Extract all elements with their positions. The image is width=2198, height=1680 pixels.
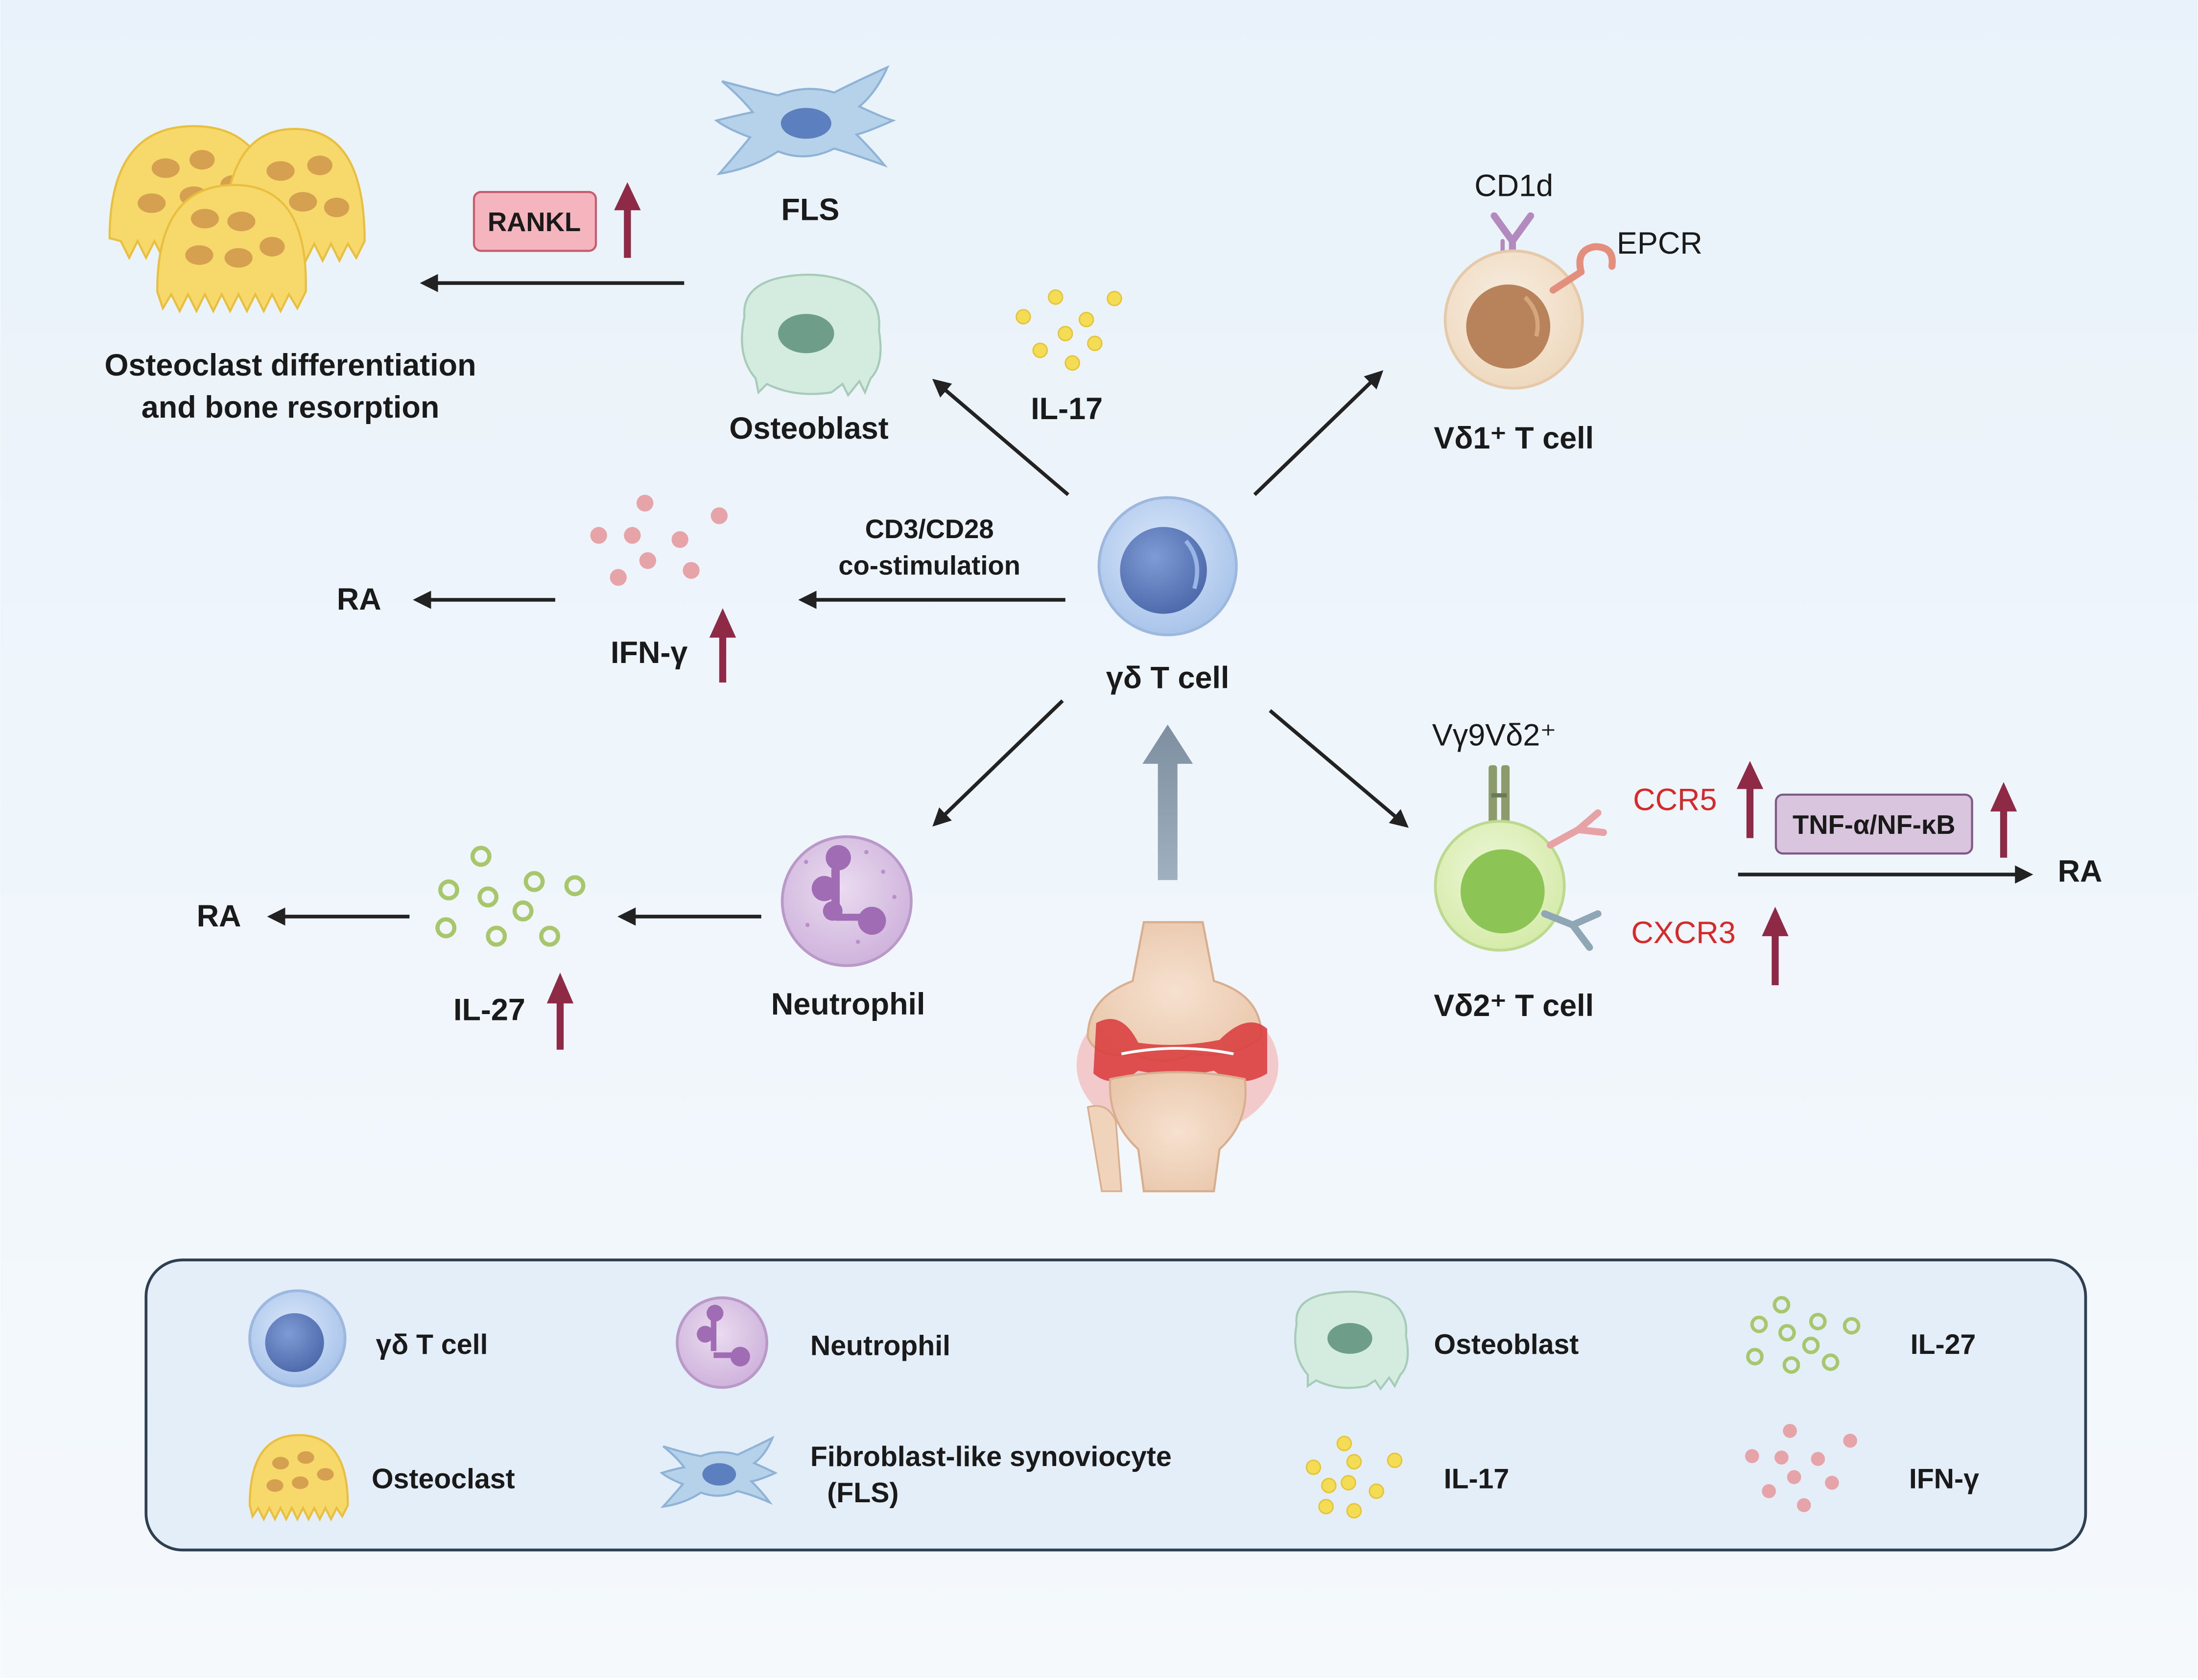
rankl-label: RANKL	[488, 207, 581, 237]
legend-ifn-gamma-icon	[1745, 1423, 1857, 1513]
osteoclast-cluster-icon	[108, 125, 366, 314]
il27-rings-icon	[435, 846, 586, 947]
osteoclast-outcome-line2: and bone resorption	[142, 390, 440, 425]
legend-label-osteoblast: Osteoblast	[1434, 1329, 1579, 1360]
arrow-to-osteoblast	[932, 379, 1069, 497]
pathway-box	[1774, 793, 1973, 855]
il17-dots-icon	[1016, 289, 1122, 371]
vd1-label: Vδ1⁺ T cell	[1434, 421, 1594, 455]
legend-neutrophil-icon	[676, 1296, 769, 1389]
vg9vd2-receptor-icon	[1489, 765, 1510, 827]
epcr-label: EPCR	[1617, 226, 1702, 260]
il27-up-arrow	[546, 972, 574, 1050]
cxcr3-up-arrow	[1762, 906, 1789, 986]
cd1d-label: CD1d	[1474, 169, 1553, 203]
legend-il17-icon	[1305, 1436, 1403, 1519]
osteoblast-icon	[741, 273, 882, 398]
osteoclast-outcome-line1: Osteoclast differentiation	[104, 348, 476, 382]
ifn-up-arrow	[709, 608, 736, 683]
legend-osteoblast-icon	[1294, 1290, 1409, 1391]
ifn-label: IFN-γ	[611, 636, 687, 670]
legend-osteoclast-icon	[248, 1434, 349, 1522]
neutrophil-label: Neutrophil	[771, 987, 925, 1021]
vg9vd2-label: Vγ9Vδ2⁺	[1432, 718, 1557, 753]
vd1-t-cell-icon	[1443, 212, 1616, 390]
connector-arrows	[267, 274, 2033, 926]
pathway-up-arrow	[1990, 782, 2017, 858]
rankl-up-arrow	[614, 182, 641, 258]
center-label: γδ T cell	[1106, 661, 1229, 695]
legend-label-osteoclast: Osteoclast	[372, 1464, 515, 1495]
vd2-t-cell-icon	[1434, 765, 1607, 952]
legend-panel: γδ T cell Neutrophil Osteoblast	[144, 1258, 2087, 1552]
legend-label-ifn-gamma: IFN-γ	[1909, 1464, 1979, 1495]
il17-label: IL-17	[1031, 392, 1103, 426]
ccr5-receptor-icon	[1546, 809, 1607, 849]
il27-label: IL-27	[453, 993, 525, 1027]
legend-fls-icon	[659, 1436, 778, 1508]
costim-label-line2: co-stimulation	[838, 550, 1020, 580]
legend-label-gd-t-cell: γδ T cell	[376, 1329, 488, 1360]
fls-label: FLS	[781, 192, 839, 227]
costim-label-line1: CD3/CD28	[865, 514, 994, 544]
upregulation-arrows	[546, 182, 2017, 1050]
rankl-box	[473, 190, 597, 252]
legend-label-neutrophil: Neutrophil	[810, 1330, 950, 1362]
arrow-to-vd1	[1253, 370, 1384, 497]
ra-label-il27: RA	[197, 899, 241, 933]
osteoblast-label: Osteoblast	[729, 411, 888, 446]
arrow-to-neutrophil	[932, 699, 1064, 827]
gd-t-cell-center-icon	[1097, 496, 1238, 637]
ccr5-label: CCR5	[1633, 782, 1717, 817]
ccr5-up-arrow	[1736, 761, 1764, 838]
knee-joint-icon	[1076, 921, 1278, 1192]
epcr-receptor-icon	[1549, 243, 1616, 294]
legend-label-il27: IL-27	[1911, 1329, 1976, 1360]
joint-to-tcell-arrow	[1142, 724, 1193, 880]
ifn-gamma-dots-icon	[590, 495, 728, 586]
cxcr3-label: CXCR3	[1631, 916, 1735, 950]
ra-label-ifn: RA	[337, 582, 381, 616]
legend-gd-t-cell-icon	[248, 1289, 347, 1388]
legend-il27-icon	[1746, 1296, 1861, 1374]
fls-icon	[714, 65, 897, 176]
legend-label-fls-line2: (FLS)	[827, 1477, 898, 1509]
neutrophil-icon	[780, 835, 913, 967]
cxcr3-receptor-icon	[1541, 910, 1602, 951]
legend-label-fls-line1: Fibroblast-like synoviocyte	[810, 1441, 1172, 1472]
vd2-label: Vδ2⁺ T cell	[1434, 989, 1594, 1023]
legend-label-il17: IL-17	[1444, 1464, 1510, 1495]
ra-label-vd2: RA	[2058, 854, 2103, 888]
pathway-label: TNF-α/NF-κB	[1793, 810, 1956, 840]
arrow-to-vd2	[1269, 709, 1409, 828]
